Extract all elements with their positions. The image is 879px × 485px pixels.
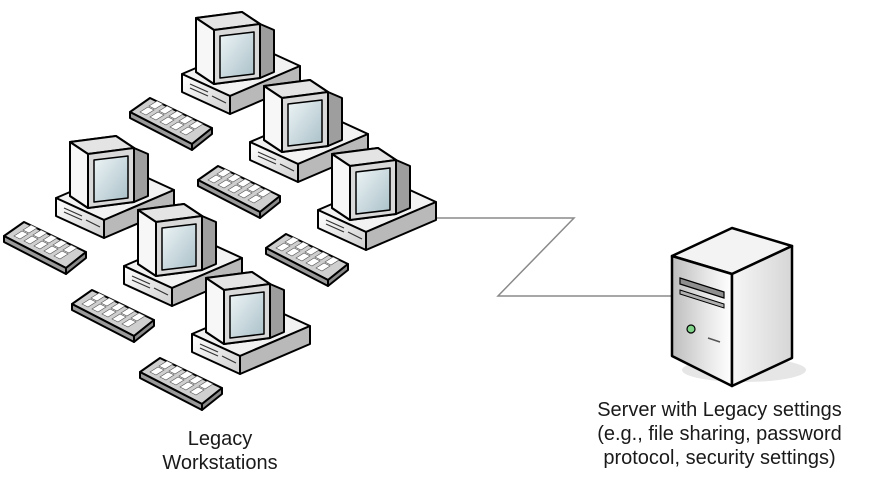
server-label-line: (e.g., file sharing, password (597, 423, 842, 445)
network-link (418, 217, 672, 297)
workstations-cluster (3, 11, 437, 411)
server-label: Server with Legacy settings (e.g., file … (560, 398, 879, 470)
workstations-label: Legacy Workstations (95, 427, 345, 475)
workstations-label-line: Legacy (187, 428, 253, 450)
workstations-label-line: Workstations (162, 452, 278, 474)
server-label-line: protocol, security settings) (603, 447, 836, 469)
server-icon (670, 226, 806, 388)
server-label-line: Server with Legacy settings (597, 399, 842, 421)
